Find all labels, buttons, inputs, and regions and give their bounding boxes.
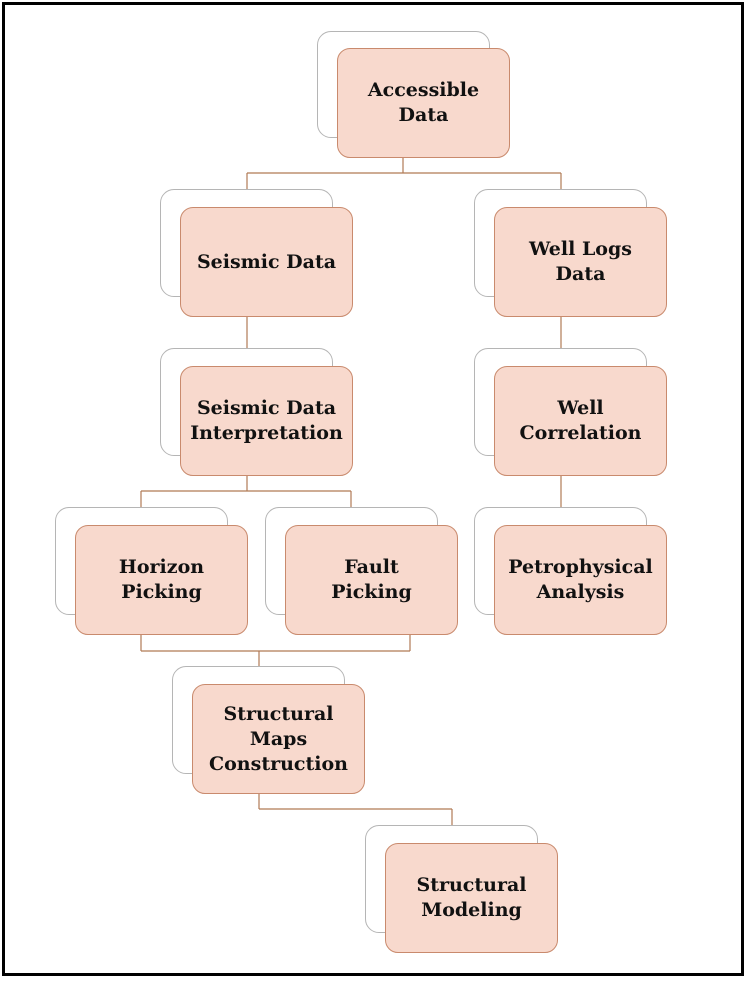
node-box: Seismic Data Interpretation [180, 366, 353, 476]
node-seismic-interpretation: Seismic Data Interpretation [160, 348, 353, 476]
node-label: Seismic Data Interpretation [190, 397, 343, 444]
node-accessible-data: Accessible Data [317, 31, 510, 158]
node-label: Fault Picking [331, 556, 412, 603]
node-box: Fault Picking [285, 525, 458, 635]
node-label: Horizon Picking [118, 556, 205, 603]
node-box: Well Correlation [494, 366, 667, 476]
node-petrophysical-analysis: Petrophysical Analysis [474, 507, 667, 635]
node-label: Accessible Data [367, 79, 480, 126]
node-horizon-picking: Horizon Picking [55, 507, 248, 635]
node-well-correlation: Well Correlation [474, 348, 667, 476]
node-box: Structural Modeling [385, 843, 558, 953]
node-seismic-data: Seismic Data [160, 189, 353, 317]
node-fault-picking: Fault Picking [265, 507, 458, 635]
node-label: Well Correlation [519, 397, 642, 444]
node-well-logs-data: Well Logs Data [474, 189, 667, 317]
node-box: Horizon Picking [75, 525, 248, 635]
node-box: Well Logs Data [494, 207, 667, 317]
node-label: Structural Maps Construction [209, 702, 348, 775]
node-structural-modeling: Structural Modeling [365, 825, 558, 953]
node-box: Accessible Data [337, 48, 510, 158]
node-label: Structural Modeling [416, 874, 527, 921]
node-structural-maps: Structural Maps Construction [172, 666, 365, 794]
node-box: Petrophysical Analysis [494, 525, 667, 635]
node-label: Petrophysical Analysis [508, 556, 653, 603]
node-box: Structural Maps Construction [192, 684, 365, 794]
node-box: Seismic Data [180, 207, 353, 317]
node-label: Well Logs Data [529, 238, 632, 285]
node-label: Seismic Data [196, 250, 337, 273]
